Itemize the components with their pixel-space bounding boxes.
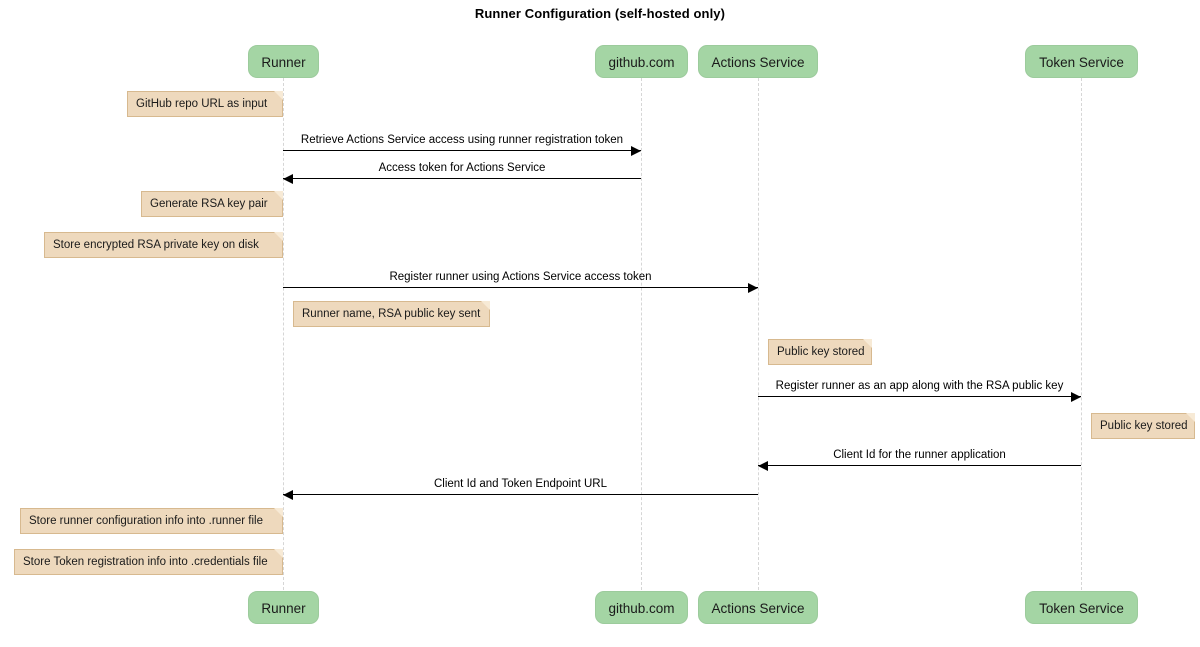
participant-github-bottom[interactable]: github.com <box>595 591 688 624</box>
note-store-token-registration-label: Store Token registration info into .cred… <box>23 556 268 568</box>
lifeline-github <box>641 78 642 590</box>
note-fold-corner-icon <box>481 301 490 310</box>
note-generate-rsa: Generate RSA key pair <box>141 191 283 217</box>
msg-access-token-line <box>283 178 641 179</box>
note-store-runner-config-label: Store runner configuration info into .ru… <box>29 515 263 527</box>
participant-actions-bottom[interactable]: Actions Service <box>698 591 818 624</box>
msg-register-runner-as-app-arrowhead <box>1071 392 1081 402</box>
note-fold-corner-icon <box>274 549 283 558</box>
participant-token-top[interactable]: Token Service <box>1025 45 1138 78</box>
msg-client-id-token-endpoint-label: Client Id and Token Endpoint URL <box>433 478 608 490</box>
participant-runner-bottom[interactable]: Runner <box>248 591 319 624</box>
msg-access-token-label: Access token for Actions Service <box>378 162 546 174</box>
note-fold-corner-icon <box>1186 413 1195 422</box>
page-title: Runner Configuration (self-hosted only) <box>474 6 726 21</box>
msg-client-id-runner-app-line <box>758 465 1081 466</box>
note-runner-name-rsa: Runner name, RSA public key sent <box>293 301 490 327</box>
msg-access-token-arrowhead <box>283 174 293 184</box>
msg-client-id-token-endpoint-arrowhead <box>283 490 293 500</box>
note-fold-corner-icon <box>274 191 283 200</box>
participant-github-top[interactable]: github.com <box>595 45 688 78</box>
note-fold-corner-icon <box>274 91 283 100</box>
msg-retrieve-actions-access-label: Retrieve Actions Service access using ru… <box>300 134 624 146</box>
msg-register-runner-label: Register runner using Actions Service ac… <box>389 271 652 283</box>
note-fold-corner-icon <box>274 232 283 241</box>
lifeline-token <box>1081 78 1082 590</box>
note-fold-corner-icon <box>863 339 872 348</box>
lifeline-actions <box>758 78 759 590</box>
participant-token-bottom[interactable]: Token Service <box>1025 591 1138 624</box>
note-public-key-stored-token: Public key stored <box>1091 413 1195 439</box>
participant-runner-top[interactable]: Runner <box>248 45 319 78</box>
msg-retrieve-actions-access-arrowhead <box>631 146 641 156</box>
msg-client-id-runner-app-arrowhead <box>758 461 768 471</box>
note-generate-rsa-label: Generate RSA key pair <box>150 198 268 210</box>
note-store-encrypted-rsa: Store encrypted RSA private key on disk <box>44 232 283 258</box>
msg-register-runner-arrowhead <box>748 283 758 293</box>
note-public-key-stored-actions-label: Public key stored <box>777 346 865 358</box>
note-store-encrypted-rsa-label: Store encrypted RSA private key on disk <box>53 239 259 251</box>
note-runner-name-rsa-label: Runner name, RSA public key sent <box>302 308 481 320</box>
note-public-key-stored-token-label: Public key stored <box>1100 420 1188 432</box>
msg-client-id-token-endpoint-line <box>283 494 758 495</box>
note-github-repo-url-label: GitHub repo URL as input <box>136 98 268 110</box>
msg-register-runner-line <box>283 287 758 288</box>
msg-client-id-runner-app-label: Client Id for the runner application <box>833 449 1006 461</box>
note-public-key-stored-actions: Public key stored <box>768 339 872 365</box>
participant-actions-top[interactable]: Actions Service <box>698 45 818 78</box>
lifeline-runner <box>283 78 284 590</box>
note-github-repo-url: GitHub repo URL as input <box>127 91 283 117</box>
note-fold-corner-icon <box>274 508 283 517</box>
note-store-runner-config: Store runner configuration info into .ru… <box>20 508 283 534</box>
note-store-token-registration: Store Token registration info into .cred… <box>14 549 283 575</box>
msg-retrieve-actions-access-line <box>283 150 641 151</box>
msg-register-runner-as-app-label: Register runner as an app along with the… <box>775 380 1064 392</box>
msg-register-runner-as-app-line <box>758 396 1081 397</box>
